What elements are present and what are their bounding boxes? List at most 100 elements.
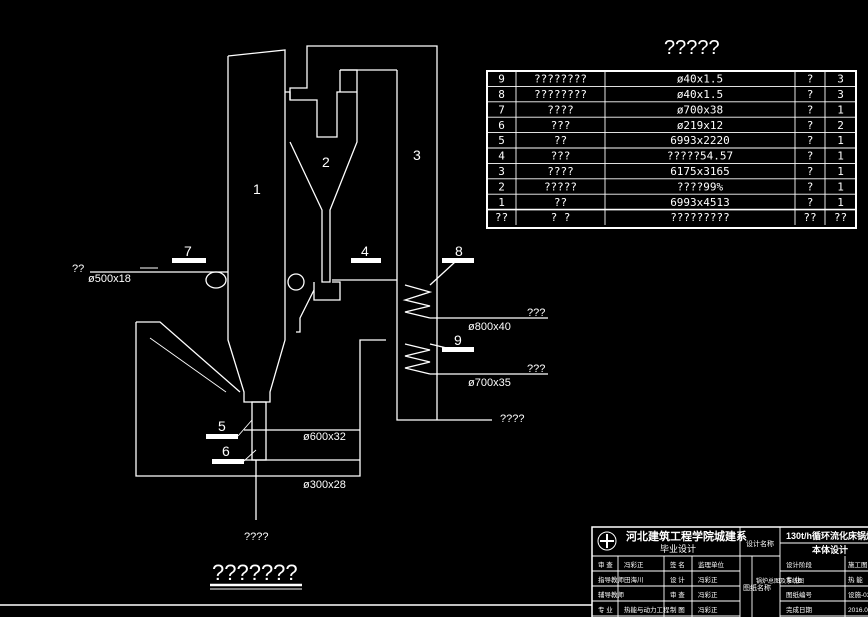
label-air-ring: 7 [184, 243, 192, 259]
title-right-key: 完成日期 [786, 605, 813, 614]
title-block-rows: 审 查冯彩正签 名监理单位指导教师田海川设 计冯彩正辅导教师审 查冯彩正专 业热… [592, 556, 740, 617]
table-cell-spec: ø219x12 [677, 119, 723, 132]
exchanger-8-leader [429, 261, 456, 286]
table-cell-spec: 6993x2220 [670, 134, 730, 147]
callout-bar-4 [351, 258, 381, 263]
title-cell-k: 专 业 [598, 605, 613, 614]
label-exchanger-9: 9 [454, 332, 462, 348]
table-cell-name: ? ? [551, 211, 571, 224]
title-block: 河北建筑工程学院城建系 毕业设计 设计名称 130t/h循环流化床锅炉 本体设计… [0, 526, 868, 617]
back-pass-outline [396, 70, 437, 421]
drawing-title: ??????? [212, 560, 298, 585]
table-cell-name: ?? [554, 196, 567, 209]
table-cell-unit: ? [807, 73, 814, 86]
table-cell-no: 8 [498, 88, 505, 101]
table-cell-spec: ø700x38 [677, 103, 723, 116]
title-right-key: 图纸编号 [786, 590, 813, 599]
school-logo-cross [600, 534, 614, 548]
table-cell-name: ???????? [534, 73, 587, 86]
table-cell-spec: ø40x1.5 [677, 88, 723, 101]
project-title: 130t/h循环流化床锅炉 [786, 530, 868, 541]
label-furnace: 1 [253, 181, 261, 197]
table-cell-no: 1 [498, 196, 505, 209]
pipe-6-dim: ø300x28 [303, 479, 346, 491]
title-cell-k2: 制 图 [670, 605, 685, 614]
project-subtitle: 本体设计 [812, 544, 848, 555]
label-back-pass: 3 [413, 147, 421, 163]
table-cell-unit: ? [807, 88, 814, 101]
pipe-5-dim: ø600x32 [303, 431, 346, 443]
left-inlet-pipe: ø500x18 [88, 273, 131, 285]
boiler-diagram [90, 45, 548, 520]
pipe-8-dim: ø800x40 [468, 321, 511, 333]
table-cell-qty: 1 [837, 150, 844, 163]
table-cell-unit: ? [807, 165, 814, 178]
label-exchanger-8: 8 [455, 243, 463, 259]
bottom-outlet-name: ???? [244, 531, 268, 543]
callout-bar-5 [206, 434, 238, 439]
title-cell-v: 热能与动力工程 [624, 605, 670, 614]
design-name-label: 设计名称 [746, 539, 774, 548]
callout-bar-9 [442, 347, 474, 352]
table-cell-spec: ????????? [670, 211, 730, 224]
title-cell-k: 审 查 [598, 560, 613, 569]
flue-duct [285, 91, 357, 138]
title-cell-k2: 设 计 [670, 575, 685, 584]
title-right-value: 热 能 [848, 575, 863, 584]
table-cell-qty: 3 [837, 88, 844, 101]
table-cell-spec: ?????54.57 [667, 150, 733, 163]
title-right-key: 专 业 [786, 575, 801, 584]
primary-air-duct-lower [135, 322, 386, 477]
table-cell-no: 2 [498, 180, 505, 193]
title-right-key: 设计阶段 [786, 560, 813, 569]
table-cell-qty: 2 [837, 119, 844, 132]
pipe-8-name: ??? [527, 307, 545, 319]
parts-table-border [486, 70, 857, 229]
callout-bar-8 [442, 258, 474, 263]
table-cell-qty: 1 [837, 103, 844, 116]
school-name: 河北建筑工程学院城建系 [626, 529, 747, 543]
table-cell-no: 6 [498, 119, 505, 132]
loop-seal-return [296, 289, 315, 333]
cyclone-top [289, 84, 308, 100]
title-cell-k: 指导教师 [598, 575, 625, 584]
primary-air-duct-inner [149, 337, 227, 393]
title-cell-v2: 冯彩正 [698, 575, 718, 584]
table-cell-unit: ?? [803, 211, 816, 224]
table-cell-name: ????? [544, 180, 577, 193]
table-cell-qty: 1 [837, 134, 844, 147]
parts-table-title: ????? [664, 37, 720, 59]
secondary-air-ring [205, 271, 227, 289]
table-cell-name: ???? [547, 165, 574, 178]
callout-leader-5 [237, 419, 253, 437]
cyclone-outline [289, 69, 358, 283]
table-cell-qty: 3 [837, 73, 844, 86]
primary-air-duct [136, 321, 241, 393]
pipe-9-dim: ø700x35 [468, 377, 511, 389]
title-right-value: 2016.06 [848, 607, 868, 614]
table-cell-spec: 6175x3165 [670, 165, 730, 178]
table-cell-unit: ? [807, 196, 814, 209]
label-cyclone: 2 [322, 154, 330, 170]
title-block-subtitle: 毕业设计 [660, 543, 696, 554]
table-cell-no: 9 [498, 73, 505, 86]
table-cell-unit: ? [807, 180, 814, 193]
table-cell-spec: ø40x1.5 [677, 73, 723, 86]
title-cell-v2: 监理单位 [698, 560, 725, 569]
table-cell-name: ???? [547, 103, 574, 116]
loop-seal [313, 281, 341, 301]
title-cell-v2: 冯彩正 [698, 590, 718, 599]
table-cell-unit: ? [807, 103, 814, 116]
callout-bar-6 [212, 459, 244, 464]
label-pipe-6: 6 [222, 443, 230, 459]
callout-texts: ?? ø500x18 ø800x40 ??? ø700x35 ??? ???? … [72, 263, 545, 543]
furnace-outline [227, 49, 286, 403]
title-block-border [591, 526, 868, 617]
table-cell-name: ???????? [534, 88, 587, 101]
table-cell-no: 4 [498, 150, 505, 163]
component-labels: 1 2 3 4 5 6 7 8 9 [184, 147, 463, 459]
title-cell-v2: 冯彩正 [698, 605, 718, 614]
table-cell-no: 5 [498, 134, 505, 147]
table-cell-no: 3 [498, 165, 505, 178]
